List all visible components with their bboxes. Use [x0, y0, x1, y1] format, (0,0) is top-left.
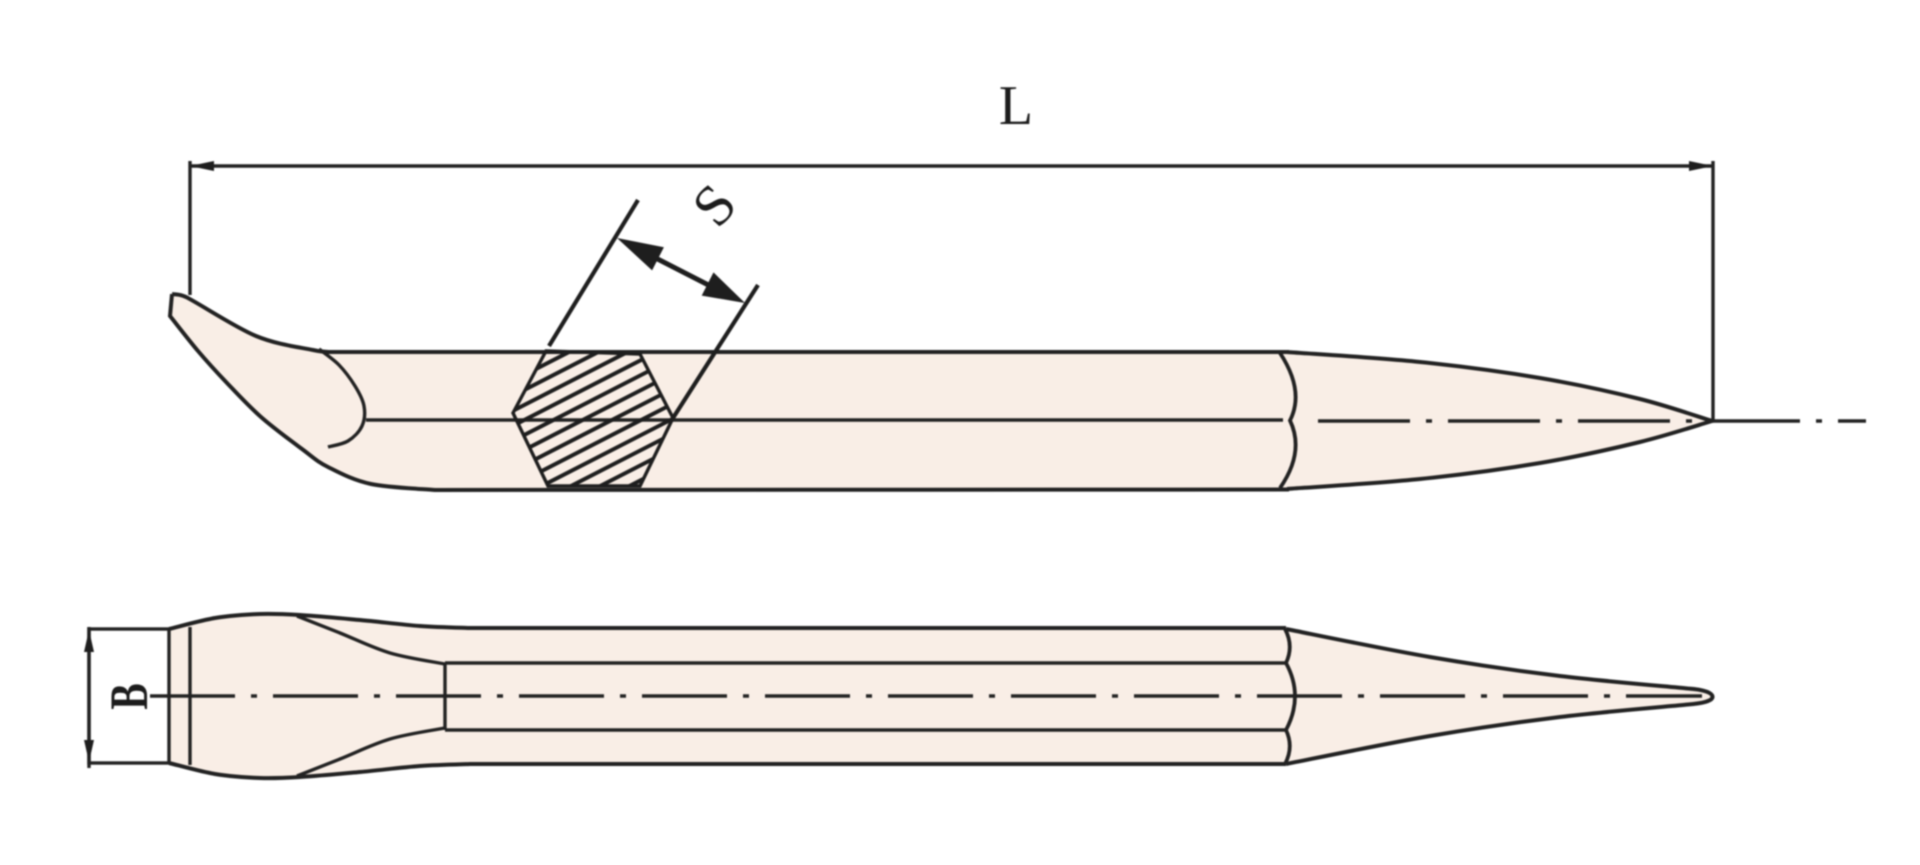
svg-text:S: S	[679, 171, 749, 238]
svg-text:B: B	[100, 683, 159, 709]
svg-text:L: L	[999, 75, 1033, 137]
